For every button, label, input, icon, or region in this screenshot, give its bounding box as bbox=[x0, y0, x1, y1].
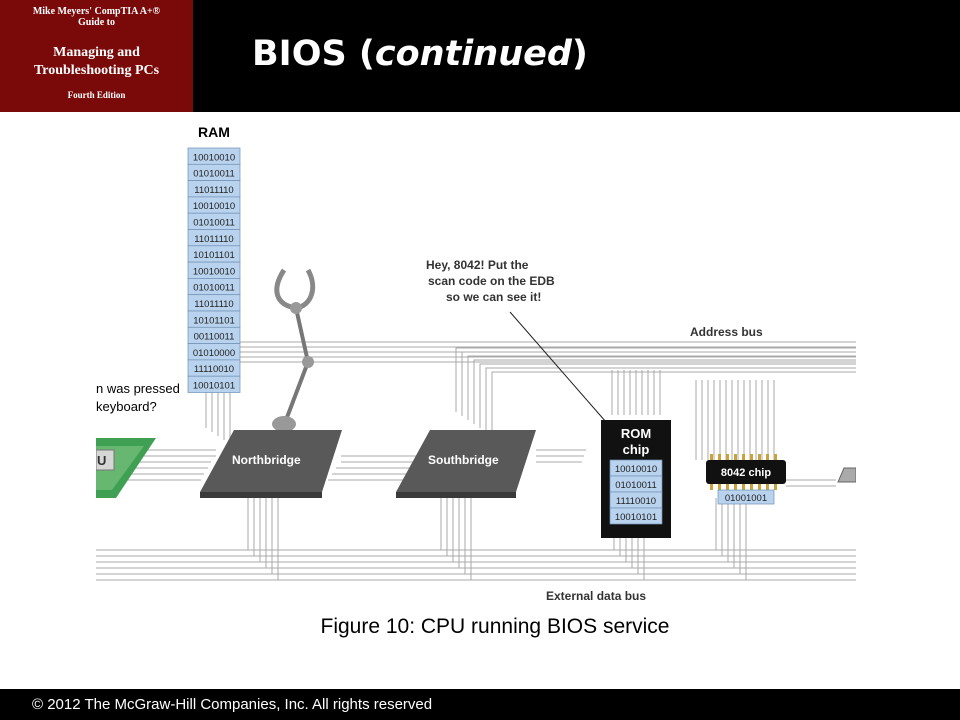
ram-cells-value: 10010010 bbox=[193, 266, 235, 277]
speech-line1: Hey, 8042! Put the bbox=[426, 258, 529, 272]
cpu-question-line2: keyboard? bbox=[96, 399, 157, 414]
ram-cells-value: 01010011 bbox=[193, 283, 235, 294]
cpu-chip: U bbox=[96, 438, 156, 498]
ram-cells-value: 10010010 bbox=[193, 201, 235, 212]
title-main: BIOS ( bbox=[252, 34, 375, 74]
northbridge-chip: Northbridge bbox=[200, 430, 342, 498]
ram-cells-value: 01010011 bbox=[193, 218, 235, 229]
book-title-line1: Managing and bbox=[53, 45, 140, 60]
bios-diagram: RAM 10010010 01010011 11011110 10010010 0101… bbox=[96, 124, 856, 603]
rom-cells-value: 01010011 bbox=[615, 480, 657, 491]
speech-line3: so we can see it! bbox=[446, 290, 541, 304]
ram-cells-value: 11011110 bbox=[194, 299, 233, 310]
northbridge-label: Northbridge bbox=[232, 453, 301, 467]
keyboard-connector-icon bbox=[837, 467, 856, 483]
speech-bubble: Hey, 8042! Put the scan code on the EDB … bbox=[426, 258, 607, 423]
ram-cells-value: 11011110 bbox=[194, 185, 233, 196]
book-title-badge: Mike Meyers' CompTIA A+® Guide to Managi… bbox=[0, 0, 193, 112]
southbridge-chip: Southbridge bbox=[396, 430, 536, 498]
southbridge-label: Southbridge bbox=[428, 453, 499, 467]
ram-cells-value: 11110010 bbox=[194, 364, 234, 375]
book-title-line2: Troubleshooting PCs bbox=[33, 63, 160, 78]
cpu-question-line1: n was pressed bbox=[96, 381, 180, 396]
kbc-register-value: 01001001 bbox=[725, 493, 767, 504]
slide-title: BIOS (continued) bbox=[252, 34, 588, 74]
rom-label-line1: ROM bbox=[621, 426, 651, 441]
ram-cells-value: 10010010 bbox=[193, 152, 235, 163]
address-bus-label: Address bus bbox=[690, 325, 763, 339]
kbc-label: 8042 chip bbox=[721, 467, 771, 479]
cpu-label: U bbox=[97, 453, 106, 468]
title-emphasis: continued bbox=[374, 34, 572, 74]
rom-label-line2: chip bbox=[623, 442, 650, 457]
rom-cells-value: 10010010 bbox=[615, 464, 657, 475]
rom-cells-cell bbox=[609, 507, 663, 525]
ram-cells-value: 10101101 bbox=[193, 250, 235, 261]
ram-stack: 10010010 01010011 11011110 10010010 01010011… bbox=[187, 147, 241, 393]
ram-cells-value: 01010000 bbox=[193, 348, 235, 359]
book-guide-to: Guide to bbox=[78, 17, 115, 28]
book-series: Mike Meyers' CompTIA A+® bbox=[32, 6, 161, 17]
external-data-bus-label: External data bus bbox=[546, 589, 646, 603]
rom-chip: ROM chip 10010010 01010011 11110010 1001010… bbox=[601, 420, 671, 538]
title-end: ) bbox=[571, 34, 588, 74]
ram-cells-value: 00110011 bbox=[194, 332, 235, 343]
book-edition: Fourth Edition bbox=[67, 90, 126, 100]
keyboard-controller-8042-chip: 8042 chip 01001001 bbox=[706, 454, 786, 505]
robot-arm-icon bbox=[272, 268, 316, 432]
ram-cells-cell bbox=[187, 375, 241, 393]
rom-contents: 10010010 01010011 11110010 10010101 bbox=[609, 459, 663, 525]
slide-footer: © 2012 The McGraw-Hill Companies, Inc. A… bbox=[0, 689, 960, 720]
slide-header: Mike Meyers' CompTIA A+® Guide to Managi… bbox=[0, 0, 960, 112]
speech-line2: scan code on the EDB bbox=[428, 274, 555, 288]
copyright-text: © 2012 The McGraw-Hill Companies, Inc. A… bbox=[32, 696, 433, 713]
ram-cells-value: 01010011 bbox=[193, 169, 235, 180]
figure-caption: Figure 10: CPU running BIOS service bbox=[320, 615, 670, 638]
ram-cells-value: 11011110 bbox=[194, 234, 233, 245]
ram-cells-value: 10010101 bbox=[193, 381, 235, 392]
ram-label: RAM bbox=[198, 124, 230, 140]
rom-cells-value: 10010101 bbox=[615, 512, 657, 523]
rom-cells-value: 11110010 bbox=[616, 496, 656, 507]
ram-cells-value: 10101101 bbox=[193, 315, 235, 326]
